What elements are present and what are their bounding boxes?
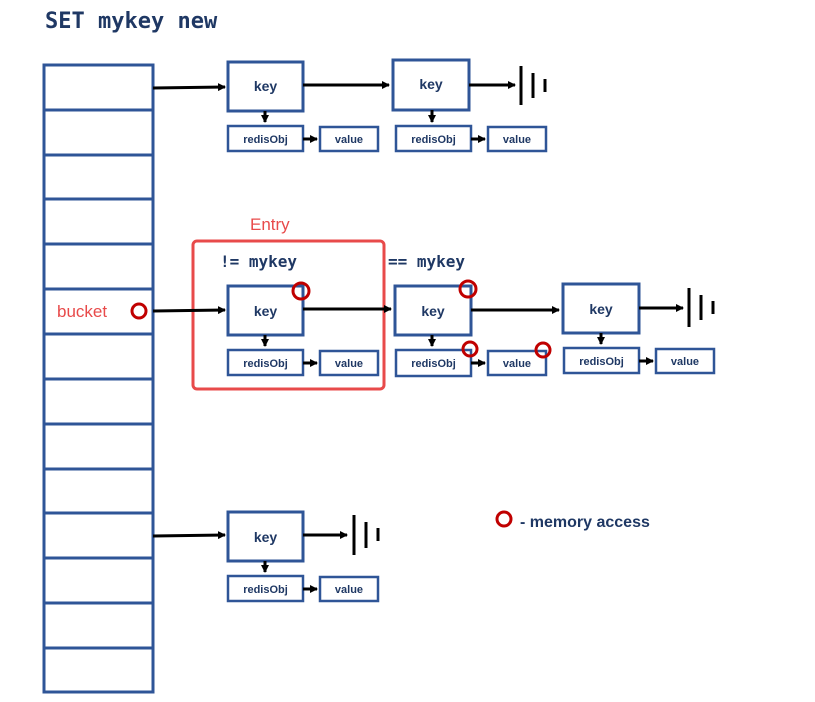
value-box: value [335,584,363,596]
entry-node: key redisObj value [226,60,380,153]
key-box: key [589,301,613,317]
value-box: value [335,134,363,146]
value-box: value [671,356,699,368]
memory-access-marker [534,341,552,359]
entry-highlight-box [191,239,386,391]
redisobj-box: redisObj [411,134,456,146]
memory-access-marker [461,340,479,358]
bucket-pointer-arrow [152,306,226,315]
memory-access-marker [291,281,311,301]
redisobj-box: redisObj [243,584,288,596]
redisobj-box: redisObj [411,358,456,370]
memory-access-marker [458,279,478,299]
entry-node: key redisObj value [226,510,380,603]
legend: - memory access [495,510,650,531]
bucket-pointer-arrow [152,83,226,92]
null-terminator-icon [687,288,715,327]
bucket-pointer-arrow [152,531,226,540]
key-box: key [254,529,278,545]
value-box: value [335,358,363,370]
entry-node: key redisObj value [561,282,716,375]
entry-label: Entry [250,215,290,234]
null-terminator-icon [519,66,547,105]
key-box: key [419,76,443,92]
memory-access-marker [130,302,148,320]
key-box: key [254,78,278,94]
redisobj-box: redisObj [243,358,288,370]
diagram-title: SET mykey new [45,9,218,34]
not-equal-mykey-label: != mykey [220,252,297,271]
entry-node: key redisObj value [226,284,380,377]
redisobj-box: redisObj [579,356,624,368]
key-box: key [421,303,445,319]
bucket-array [42,63,155,694]
bucket-label: bucket [57,302,107,321]
value-box: value [503,358,531,370]
memory-access-legend-icon [495,510,513,528]
entry-node: key redisObj value [391,58,548,153]
entry-node: key redisObj value [393,284,548,378]
legend-text: - memory access [520,514,650,531]
key-box: key [254,303,278,319]
redisobj-box: redisObj [243,134,288,146]
null-terminator-icon [352,515,380,555]
value-box: value [503,134,531,146]
equal-mykey-label: == mykey [388,252,465,271]
